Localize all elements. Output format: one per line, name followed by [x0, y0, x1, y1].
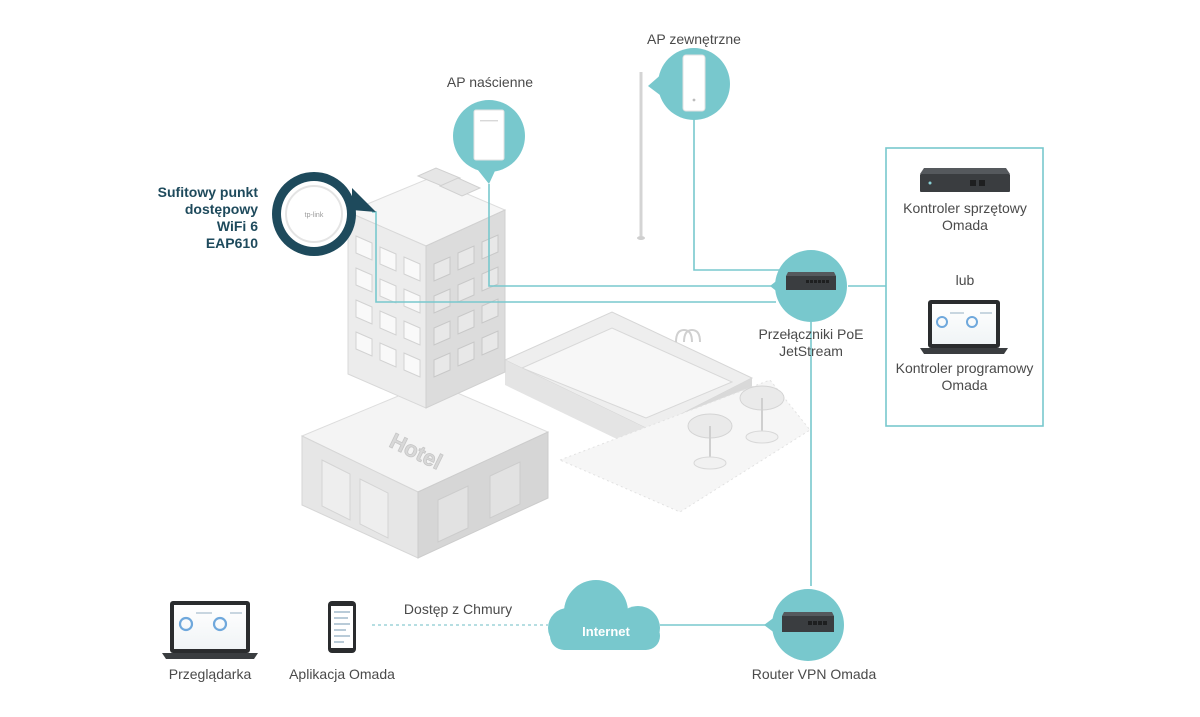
wall-ap-label: AP naścienne: [446, 74, 534, 90]
browser-label: Przeglądarka: [168, 666, 252, 682]
software-controller-label: Kontroler programowy Omada: [886, 360, 1043, 394]
outdoor-ap-icon: [648, 48, 730, 120]
phone-icon: [328, 601, 356, 653]
hardware-controller-icon: [920, 168, 1010, 192]
omada-app-label: Aplikacja Omada: [289, 666, 395, 682]
wall-ap-icon: [453, 100, 525, 184]
ceiling-ap-label-line: Sufitowy punkt: [157, 184, 258, 200]
outdoor-ap-label: AP zewnętrzne: [647, 31, 741, 47]
umbrella-icon: [739, 385, 785, 444]
poe-switch-icon: [770, 250, 847, 322]
poe-switch-label-line: Przełączniki PoE: [758, 326, 864, 342]
or-label: lub: [955, 272, 975, 288]
vpn-router-icon: [764, 589, 844, 661]
hardware-controller-label-line: Omada: [942, 217, 988, 233]
umbrella-icon: [687, 413, 733, 470]
vpn-router-label: Router VPN Omada: [751, 666, 877, 682]
browser-laptop-icon: [162, 601, 258, 659]
internet-label: Internet: [582, 624, 630, 639]
cloud-icon: [548, 580, 660, 650]
ceiling-ap-label-line: EAP610: [205, 235, 258, 251]
outdoor-pole: [637, 72, 645, 240]
hotel-building: [300, 167, 550, 559]
controller-box: [885, 147, 1044, 427]
poe-switch-label-line: JetStream: [779, 343, 843, 359]
connection-lines: [372, 118, 886, 626]
poe-switch-label: Przełączniki PoE JetStream: [746, 326, 876, 360]
laptop-icon: [920, 300, 1008, 354]
svg-text:tp-link: tp-link: [305, 212, 324, 219]
ceiling-ap-icon: tp-link: [272, 172, 376, 256]
hardware-controller-label-line: Kontroler sprzętowy: [903, 200, 1027, 216]
software-controller-label-line: Omada: [941, 377, 988, 393]
ceiling-ap-label-line: dostępowy: [184, 201, 258, 217]
hardware-controller-label: Kontroler sprzętowy Omada: [890, 200, 1040, 234]
cloud-access-label: Dostęp z Chmury: [403, 601, 513, 617]
software-controller-label-line: Kontroler programowy: [895, 360, 1034, 376]
ceiling-ap-label-line: WiFi 6: [216, 218, 258, 234]
ceiling-ap-label: Sufitowy punkt dostępowy WiFi 6 EAP610: [130, 184, 258, 252]
